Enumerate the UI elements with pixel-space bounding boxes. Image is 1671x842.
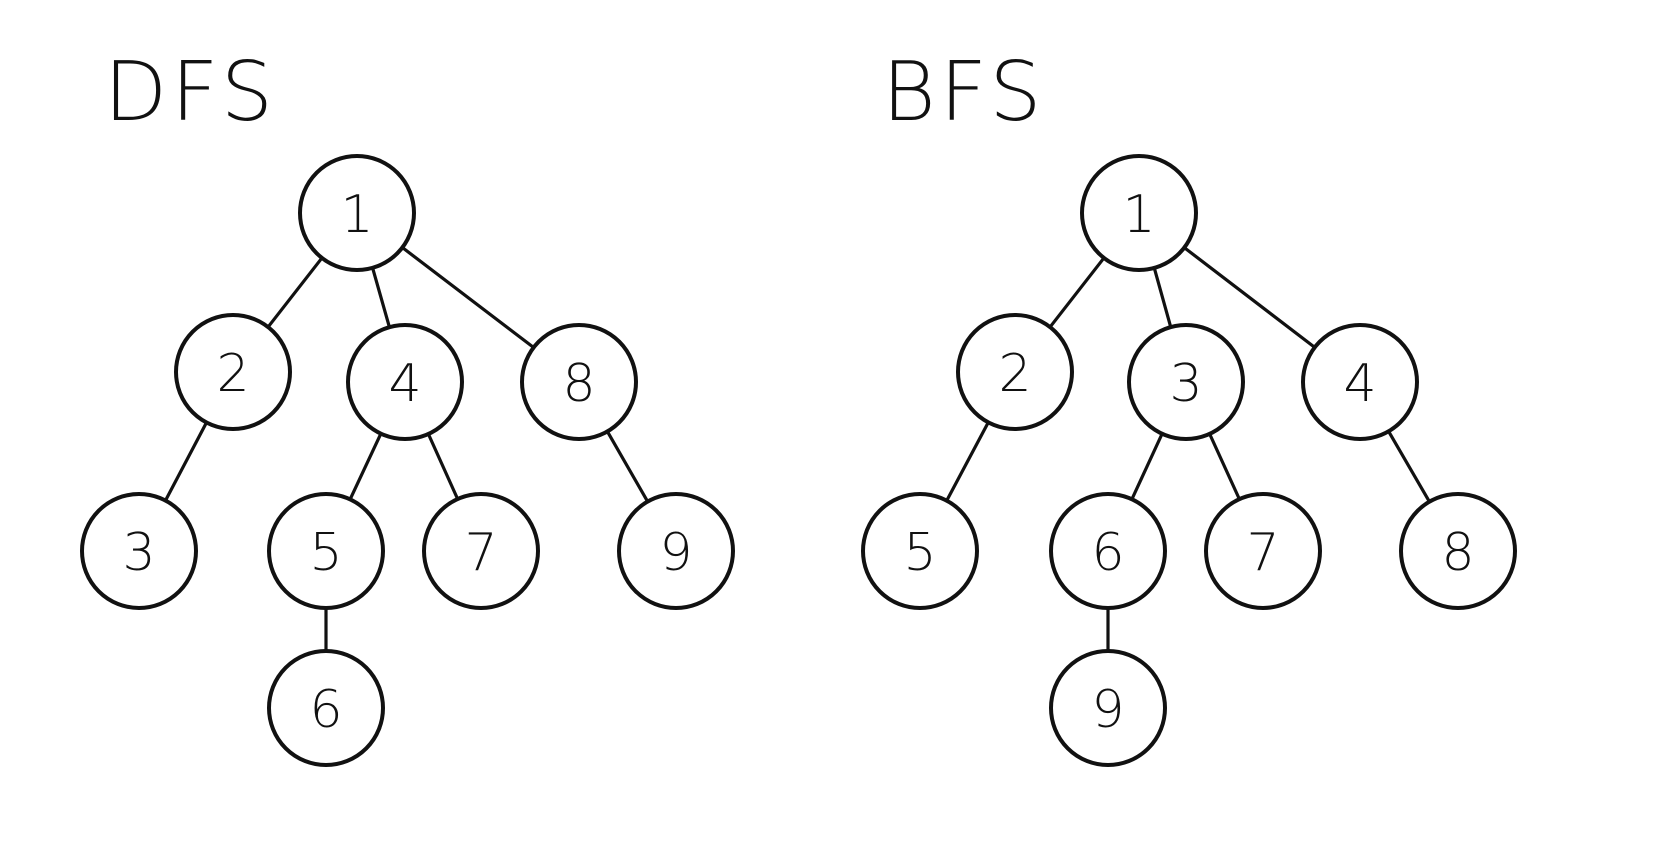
bfs-edge-1-4	[1182, 246, 1317, 349]
dfs-node-circle	[422, 492, 540, 610]
dfs-node-label: 4	[388, 354, 421, 414]
bfs-edge-1-2	[1048, 256, 1106, 329]
dfs-node-circle	[346, 323, 464, 441]
dfs-node-4: 4	[346, 323, 464, 441]
dfs-node-label: 8	[562, 354, 595, 414]
dfs-node-circle	[267, 649, 385, 767]
bfs-node-label: 4	[1343, 354, 1376, 414]
bfs-node-label: 5	[903, 523, 936, 583]
dfs-node-circle	[267, 492, 385, 610]
dfs-node-3: 3	[80, 492, 198, 610]
dfs-node-circle	[80, 492, 198, 610]
bfs-node-3: 3	[1127, 323, 1245, 441]
bfs-node-label: 3	[1169, 354, 1202, 414]
bfs-edge-2-5	[945, 420, 990, 503]
bfs-node-label: 7	[1246, 523, 1279, 583]
dfs-edges	[163, 245, 650, 653]
bfs-node-6: 6	[1049, 492, 1167, 610]
bfs-node-circle	[1301, 323, 1419, 441]
bfs-edges	[945, 246, 1432, 653]
dfs-node-circle	[520, 323, 638, 441]
bfs-node-circle	[861, 492, 979, 610]
bfs-node-circle	[1049, 649, 1167, 767]
bfs-edge-3-6	[1130, 432, 1164, 501]
bfs-node-7: 7	[1204, 492, 1322, 610]
dfs-node-label: 1	[340, 185, 373, 245]
bfs-node-circle	[1049, 492, 1167, 610]
bfs-node-label: 2	[998, 344, 1031, 404]
bfs-node-circle	[1080, 154, 1198, 272]
bfs-node-label: 1	[1122, 185, 1155, 245]
dfs-node-label: 6	[309, 680, 342, 740]
bfs-node-2: 2	[956, 313, 1074, 431]
bfs-title: BFS	[882, 45, 1045, 140]
bfs-node-circle	[956, 313, 1074, 431]
bfs-edge-4-8	[1386, 429, 1432, 504]
bfs-tree: BFS 1 2 3 4 5 6 7 8 9	[861, 45, 1517, 767]
dfs-node-label: 5	[309, 523, 342, 583]
dfs-node-1: 1	[298, 154, 416, 272]
bfs-edge-3-7	[1208, 432, 1241, 501]
bfs-node-circle	[1204, 492, 1322, 610]
dfs-node-6: 6	[267, 649, 385, 767]
dfs-node-circle	[298, 154, 416, 272]
bfs-node-label: 6	[1091, 523, 1124, 583]
bfs-edge-1-3	[1152, 266, 1173, 329]
dfs-nodes: 1 2 3 4 5 6 7 8 9	[80, 154, 735, 767]
dfs-node-5: 5	[267, 492, 385, 610]
dfs-title: DFS	[104, 45, 277, 140]
dfs-node-label: 7	[464, 523, 497, 583]
dfs-node-9: 9	[617, 492, 735, 610]
bfs-node-4: 4	[1301, 323, 1419, 441]
dfs-edge-1-4	[370, 266, 392, 329]
dfs-node-7: 7	[422, 492, 540, 610]
bfs-node-circle	[1399, 492, 1517, 610]
bfs-node-label: 9	[1091, 680, 1124, 740]
dfs-node-circle	[174, 313, 292, 431]
bfs-node-8: 8	[1399, 492, 1517, 610]
dfs-edge-1-8	[400, 245, 536, 350]
bfs-nodes: 1 2 3 4 5 6 7 8 9	[861, 154, 1517, 767]
bfs-node-9: 9	[1049, 649, 1167, 767]
dfs-node-label: 9	[659, 523, 692, 583]
dfs-node-2: 2	[174, 313, 292, 431]
dfs-edge-4-7	[426, 432, 460, 501]
bfs-node-label: 8	[1441, 523, 1474, 583]
dfs-node-label: 2	[216, 344, 249, 404]
dfs-edge-4-5	[348, 432, 383, 501]
dfs-node-8: 8	[520, 323, 638, 441]
dfs-edge-1-2	[266, 256, 324, 329]
dfs-edge-8-9	[605, 429, 650, 504]
dfs-node-label: 3	[122, 523, 155, 583]
bfs-node-5: 5	[861, 492, 979, 610]
bfs-node-circle	[1127, 323, 1245, 441]
dfs-node-circle	[617, 492, 735, 610]
dfs-edge-2-3	[163, 420, 209, 503]
dfs-tree: DFS 1 2 3 4 5 6 7 8 9	[80, 45, 735, 767]
bfs-node-1: 1	[1080, 154, 1198, 272]
